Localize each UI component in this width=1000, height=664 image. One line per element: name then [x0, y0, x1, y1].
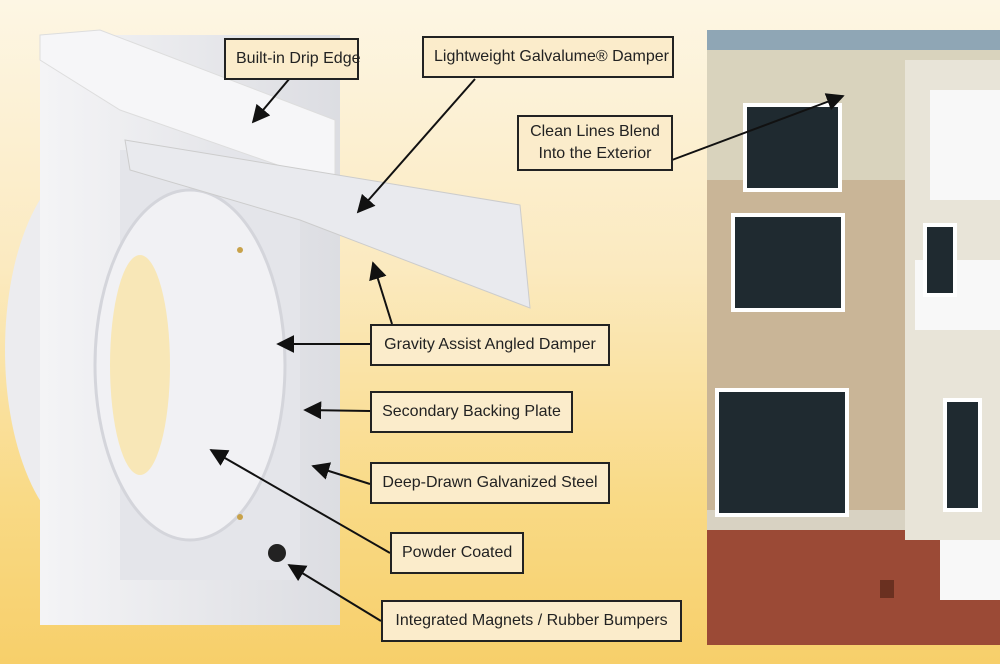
callout-clean-lines-line1: Clean Lines Blend	[530, 123, 660, 140]
opening-hole	[110, 255, 170, 475]
callout-magnets: Integrated Magnets / Rubber Bumpers	[381, 600, 682, 642]
callout-drip-edge: Built-in Drip Edge	[224, 38, 361, 80]
callout-gravity-damper: Gravity Assist Angled Damper	[370, 324, 610, 366]
callout-backing-plate: Secondary Backing Plate	[370, 391, 573, 433]
callout-galvanized-steel: Deep-Drawn Galvanized Steel	[370, 462, 610, 504]
dryer-vent-product	[5, 29, 531, 625]
callout-arrows	[209, 77, 845, 622]
building-photo	[707, 30, 1000, 645]
magnet-bumper	[268, 544, 286, 562]
callout-powder-coated: Powder Coated	[390, 532, 524, 574]
damper-flap	[124, 139, 531, 309]
callout-clean-lines-line2: Into the Exterior	[538, 145, 652, 162]
callout-damper: Lightweight Galvalume® Damper	[422, 36, 674, 78]
callout-clean-lines: Clean Lines Blend Into the Exterior	[517, 115, 673, 171]
